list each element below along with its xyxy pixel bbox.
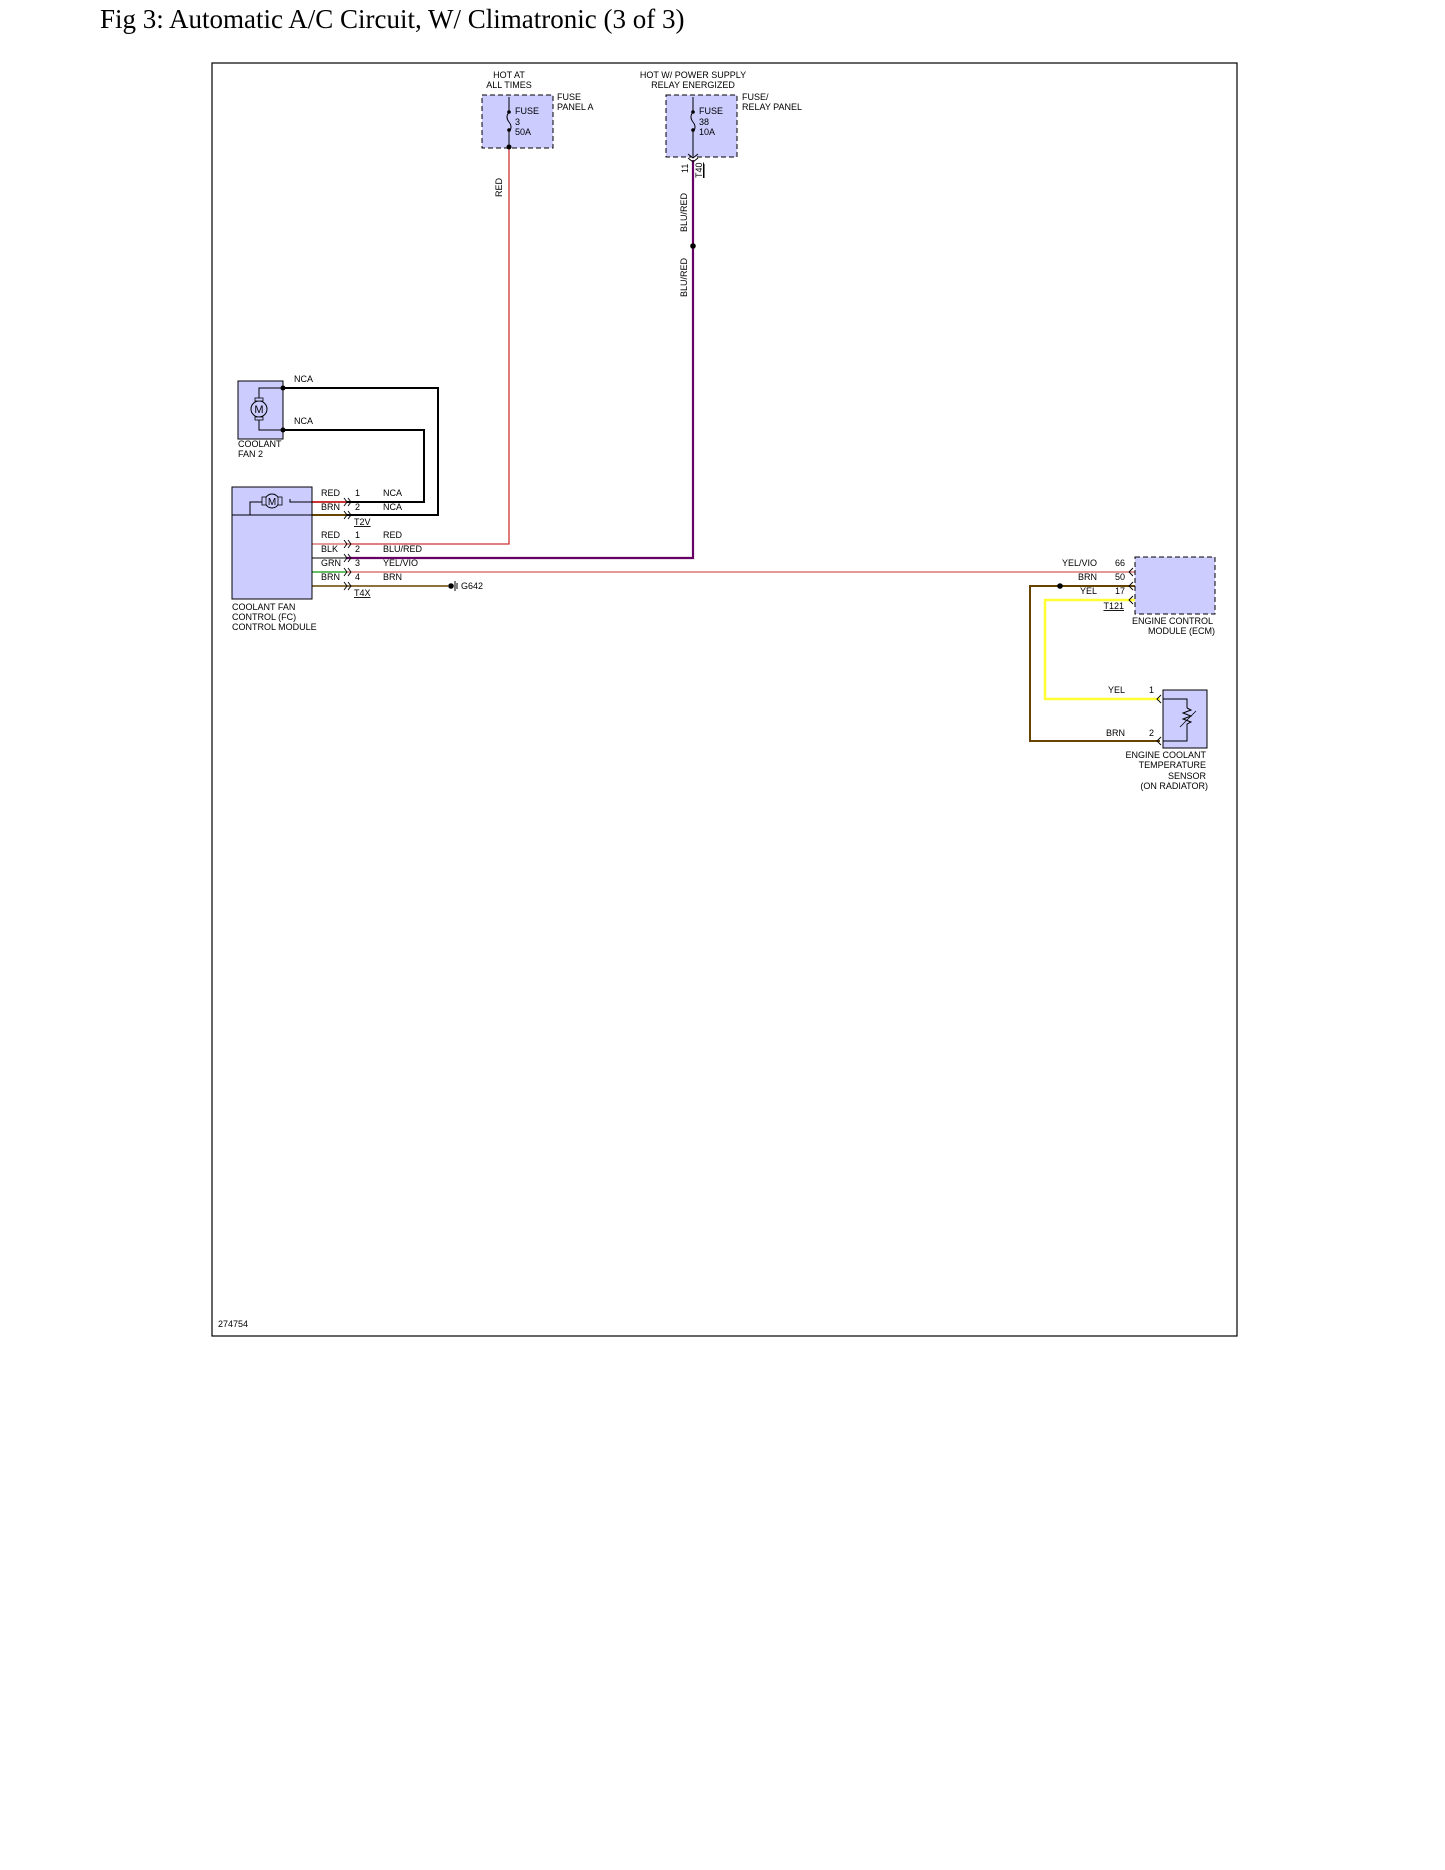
- fc-motor-symbol: M: [268, 497, 276, 508]
- fan2-motor-symbol: M: [254, 404, 263, 416]
- fuse-a-text-2: 3: [515, 117, 520, 127]
- fuse-a-supply-2: ALL TIMES: [486, 80, 532, 90]
- thermistor-icon: [1181, 707, 1193, 731]
- ecm-module: [1057, 556, 1216, 615]
- ecm-pin17-num: 17: [1115, 586, 1125, 596]
- fuse-a-text-1: FUSE: [515, 106, 539, 116]
- fuse-b-text-1: FUSE: [699, 106, 723, 116]
- connector-t2v: [343, 497, 352, 520]
- ground-icon: [448, 581, 458, 591]
- t2v-pin2-right: NCA: [383, 502, 402, 512]
- t4x-pin3-right: YEL/VIO: [383, 558, 418, 568]
- ect-pin1-num: 1: [1149, 685, 1154, 695]
- wire-nca-top: [283, 387, 439, 516]
- ecm-label-2: MODULE (ECM): [1148, 626, 1215, 636]
- fc-label-2: CONTROL (FC): [232, 612, 296, 622]
- t2v-pin1-left: RED: [321, 488, 341, 498]
- fuse-b-pin: 11: [680, 164, 690, 173]
- t2v-pin1-right: NCA: [383, 488, 402, 498]
- t4x-pin1-left: RED: [321, 530, 341, 540]
- figure-id: 274754: [218, 1319, 248, 1329]
- fuse-a-panel-1: FUSE: [557, 92, 581, 102]
- ect-label-4: (ON RADIATOR): [1140, 781, 1208, 791]
- ecm-label-1: ENGINE CONTROL: [1132, 616, 1213, 626]
- ect-pin2-num: 2: [1149, 728, 1154, 738]
- t4x-pin1-num: 1: [355, 530, 360, 540]
- ecm-pin66-wire: YEL/VIO: [1062, 558, 1097, 568]
- t4x-pin4-right: BRN: [383, 572, 402, 582]
- ground-label: G642: [461, 581, 483, 591]
- ect-label-3: SENSOR: [1168, 771, 1207, 781]
- ect-label-1: ENGINE COOLANT: [1125, 750, 1206, 760]
- fuse-a-wire-label: RED: [494, 177, 504, 197]
- wire-red-fuse-a: [347, 147, 510, 545]
- fuse-b-panel-1: FUSE/: [742, 92, 769, 102]
- fan2-wire-top: NCA: [294, 374, 313, 384]
- fan2-label-2: FAN 2: [238, 449, 263, 459]
- fan2-label-1: COOLANT: [238, 439, 282, 449]
- fc-label-3: CONTROL MODULE: [232, 622, 317, 632]
- ecm-pin66-num: 66: [1115, 558, 1125, 568]
- t40-connector-symbol: [687, 157, 699, 163]
- fuse-b-text-3: 10A: [699, 127, 715, 137]
- fuse-a-panel-2: PANEL A: [557, 102, 594, 112]
- coolant-fan-2: M: [237, 380, 286, 440]
- connector-t4x: [343, 539, 352, 591]
- wire-yel-sensor: [1043, 598, 1160, 701]
- fan2-wire-bottom: NCA: [294, 416, 313, 426]
- fuse-b-supply-2: RELAY ENERGIZED: [651, 80, 735, 90]
- t4x-pin4-left: BRN: [321, 572, 340, 582]
- t4x-pin3-left: GRN: [321, 558, 341, 568]
- t2v-name: T2V: [354, 517, 371, 527]
- ecm-pin50-wire: BRN: [1078, 572, 1097, 582]
- fc-label-1: COOLANT FAN: [232, 602, 295, 612]
- fuse-b-wire-label-2: BLU/RED: [679, 257, 689, 297]
- wire-nca-bottom: [283, 429, 425, 503]
- splice-point: [690, 243, 696, 249]
- fuse-a-text-3: 50A: [515, 127, 531, 137]
- fuse-b-wire-label-1: BLU/RED: [679, 192, 689, 232]
- t4x-pin2-left: BLK: [321, 544, 338, 554]
- fuse-a-supply-1: HOT AT: [493, 70, 525, 80]
- fuse-b-panel-2: RELAY PANEL: [742, 102, 802, 112]
- t4x-name: T4X: [354, 588, 371, 598]
- t2v-pin1-num: 1: [355, 488, 360, 498]
- t2v-pin2-num: 2: [355, 502, 360, 512]
- fc-control-module: M: [231, 486, 313, 600]
- figure-title: Fig 3: Automatic A/C Circuit, W/ Climatr…: [100, 4, 685, 34]
- fuse-b-supply-1: HOT W/ POWER SUPPLY: [640, 70, 746, 80]
- fuse-b-text-2: 38: [699, 117, 709, 127]
- t4x-pin3-num: 3: [355, 558, 360, 568]
- t2v-pin2-left: BRN: [321, 502, 340, 512]
- ect-pin2-wire: BRN: [1106, 728, 1125, 738]
- wire-blu-red-fuse-b: [347, 160, 695, 560]
- ect-pin1-wire: YEL: [1108, 685, 1125, 695]
- t4x-pin2-right: BLU/RED: [383, 544, 423, 554]
- ect-label-2: TEMPERATURE: [1139, 760, 1206, 770]
- fuse-panel-a: FUSE 3 50A: [481, 94, 554, 150]
- ecm-pin17-wire: YEL: [1080, 586, 1097, 596]
- fuse-relay-panel: FUSE 38 10A: [665, 94, 738, 159]
- diagram-frame: [211, 62, 1238, 1337]
- connector-t40: T40: [694, 162, 704, 178]
- t4x-pin1-right: RED: [383, 530, 403, 540]
- ecm-pin50-num: 50: [1115, 572, 1125, 582]
- wire-brn-sensor: [1029, 585, 1160, 742]
- ecm-connector: T121: [1103, 601, 1124, 611]
- t4x-pin2-num: 2: [355, 544, 360, 554]
- ect-sensor: [1156, 689, 1208, 749]
- t4x-pin4-num: 4: [355, 572, 360, 582]
